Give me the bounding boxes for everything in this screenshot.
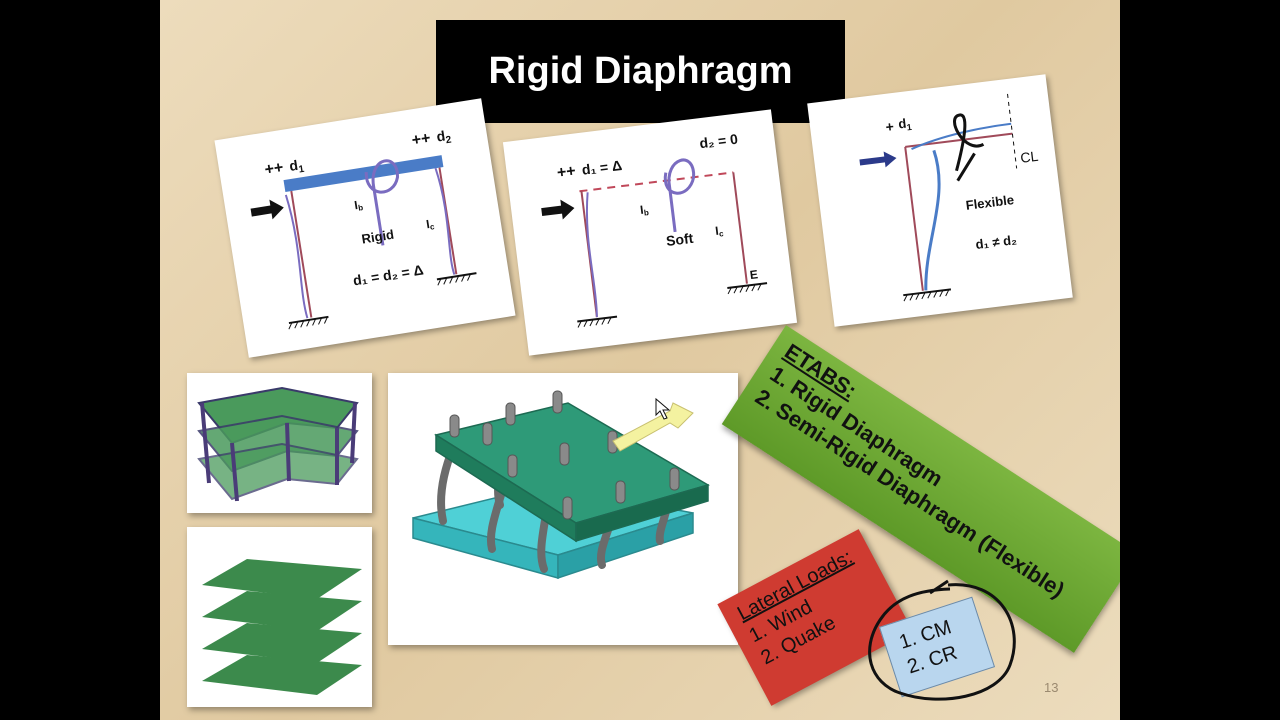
beam-inertia-label: Ib — [639, 202, 649, 218]
displacement-arrow — [612, 402, 694, 452]
left-support — [577, 315, 618, 323]
d2-marker: ++ — [411, 130, 432, 150]
flexible-label: Flexible — [965, 192, 1015, 213]
circle-annotation — [868, 579, 1016, 701]
right-support — [727, 282, 768, 289]
d1-marker: ++ — [263, 159, 284, 179]
stacked-plates-card — [187, 527, 372, 707]
plate — [202, 655, 362, 695]
rigid-beam — [283, 155, 444, 193]
soft-frame-diagram: ++ d₁ = Δ d₂ = 0 Ib Ic Soft E — [541, 131, 768, 328]
right-deflection — [434, 167, 456, 275]
beam-deflection — [911, 122, 1012, 150]
slide-title: Rigid Diaphragm — [488, 50, 793, 92]
column — [904, 146, 924, 291]
diaphragm-3d-card — [388, 373, 738, 645]
lateral-load-arrow — [859, 151, 897, 168]
page-number: 13 — [1044, 680, 1059, 695]
left-deflection — [284, 194, 309, 319]
left-deflection — [585, 192, 598, 318]
column-inertia-label: Ic — [425, 216, 436, 232]
d2-label: d₂ = 0 — [699, 131, 739, 152]
support-e-label: E — [749, 267, 759, 282]
right-column — [732, 172, 748, 284]
building-slabs-illustration — [197, 386, 359, 502]
d1-label: d₁ = Δ — [581, 157, 623, 178]
lateral-load-arrow — [541, 199, 575, 220]
rigid-equation: d₁ = d₂ = Δ — [352, 261, 425, 288]
stacked-plates-illustration — [202, 559, 362, 695]
right-support — [436, 272, 477, 281]
left-support — [288, 315, 329, 325]
flexible-frame-diagram: + d1 CL Flexible d₁ ≠ d₂ — [859, 93, 1039, 302]
centerline — [1007, 93, 1018, 169]
d1-label: d1 — [288, 156, 305, 177]
plate — [202, 623, 362, 663]
rigid-label: Rigid — [361, 227, 395, 247]
diaphragm-3d-illustration — [412, 390, 710, 580]
plate — [202, 591, 362, 631]
d2-label: d2 — [435, 126, 452, 147]
soft-label: Soft — [665, 230, 694, 249]
d1-label: d1 — [897, 115, 912, 133]
cl-label: CL — [1019, 148, 1039, 166]
soft-moment-curve — [663, 158, 696, 233]
title-box: Rigid Diaphragm — [436, 20, 845, 123]
rigid-frame-diagram: ++ d1 ++ d2 Ib Ic Rigid d₁ = d₂ = Δ — [250, 126, 477, 330]
flexible-moment-curve — [953, 113, 985, 182]
plate — [202, 559, 362, 599]
rigid-frame-card: ++ d1 ++ d2 Ib Ic Rigid d₁ = d₂ = Δ — [214, 98, 516, 358]
flexible-frame-card: + d1 CL Flexible d₁ ≠ d₂ — [807, 74, 1073, 327]
soft-frame-card: ++ d₁ = Δ d₂ = 0 Ib Ic Soft E — [502, 109, 798, 356]
column-stubs — [449, 390, 680, 520]
d1-marker: + — [885, 118, 895, 135]
lateral-load-arrow — [250, 199, 284, 220]
etabs-item-rigid: 1. Rigid Diaphragm — [765, 361, 948, 492]
rigid-moment-curve — [364, 159, 399, 246]
soft-beam — [579, 171, 734, 193]
column-inertia-label: Ic — [714, 223, 724, 239]
column-deflection — [924, 149, 941, 291]
d1-marker: ++ — [556, 163, 577, 182]
flexible-equation: d₁ ≠ d₂ — [975, 232, 1018, 252]
beam-inertia-label: Ib — [353, 197, 364, 213]
cursor-icon — [655, 397, 671, 420]
left-column — [290, 190, 313, 318]
right-column — [438, 167, 458, 275]
building-slabs-card — [187, 373, 372, 513]
top-slab-side — [575, 484, 709, 543]
slide: Rigid Diaphragm ++ d1 ++ d2 Ib — [160, 0, 1120, 720]
